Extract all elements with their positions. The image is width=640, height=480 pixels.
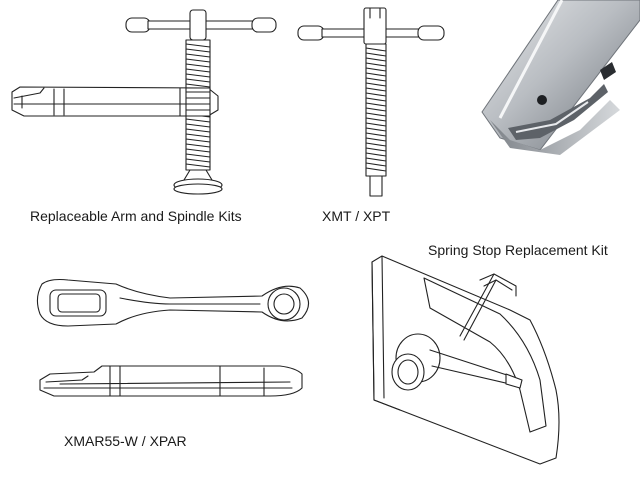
thread-line (365, 137, 387, 142)
thread-line (365, 97, 387, 102)
thread-line (185, 83, 211, 88)
caption-spring-stop-kit: Spring Stop Replacement Kit (428, 242, 608, 258)
thread-line (185, 63, 211, 68)
thread-line (365, 47, 387, 52)
xmar-arm-drawing (36, 278, 310, 397)
thread-line (365, 92, 387, 97)
thread-line (185, 78, 211, 83)
thread-line (185, 118, 211, 123)
thread-line (185, 153, 211, 158)
caption-arm-spindle-kits: Replaceable Arm and Spindle Kits (30, 208, 242, 224)
caption-xmar55w-xpar: XMAR55-W / XPAR (64, 433, 187, 449)
thread-line (185, 143, 211, 148)
thread-line (185, 123, 211, 128)
thread-line (365, 72, 387, 77)
thread-line (365, 107, 387, 112)
thread-line (365, 127, 387, 132)
thread-line (185, 58, 211, 63)
thread-line (185, 43, 211, 48)
thread-line (365, 147, 387, 152)
thread-line (185, 138, 211, 143)
thread-line (365, 102, 387, 107)
thread-line (365, 142, 387, 147)
thread-line (365, 62, 387, 67)
xmt-xpt-spindle-drawing (297, 7, 445, 197)
thread-line (365, 77, 387, 82)
thread-line (365, 67, 387, 72)
thread-line (185, 163, 211, 168)
thread-line (185, 68, 211, 73)
thread-line (365, 162, 387, 167)
thread-line (365, 112, 387, 117)
thread-line (365, 57, 387, 62)
spring-stop-kit-drawing (371, 255, 560, 465)
thread-line (185, 73, 211, 78)
thread-line (365, 157, 387, 162)
thread-line (185, 53, 211, 58)
thread-line (365, 132, 387, 137)
thread-line (365, 117, 387, 122)
thread-line (185, 133, 211, 138)
thread-line (185, 158, 211, 163)
thread-line (365, 167, 387, 172)
thread-line (365, 52, 387, 57)
thread-line (185, 148, 211, 153)
caption-xmt-xpt: XMT / XPT (322, 208, 391, 224)
thread-line (185, 48, 211, 53)
arm-and-spindle-kit-drawing (11, 9, 277, 195)
thread-line (365, 87, 387, 92)
thread-line (365, 82, 387, 87)
thread-line (365, 152, 387, 157)
spring-stop-photo (470, 0, 640, 170)
thread-line (185, 128, 211, 133)
thread-line (365, 122, 387, 127)
